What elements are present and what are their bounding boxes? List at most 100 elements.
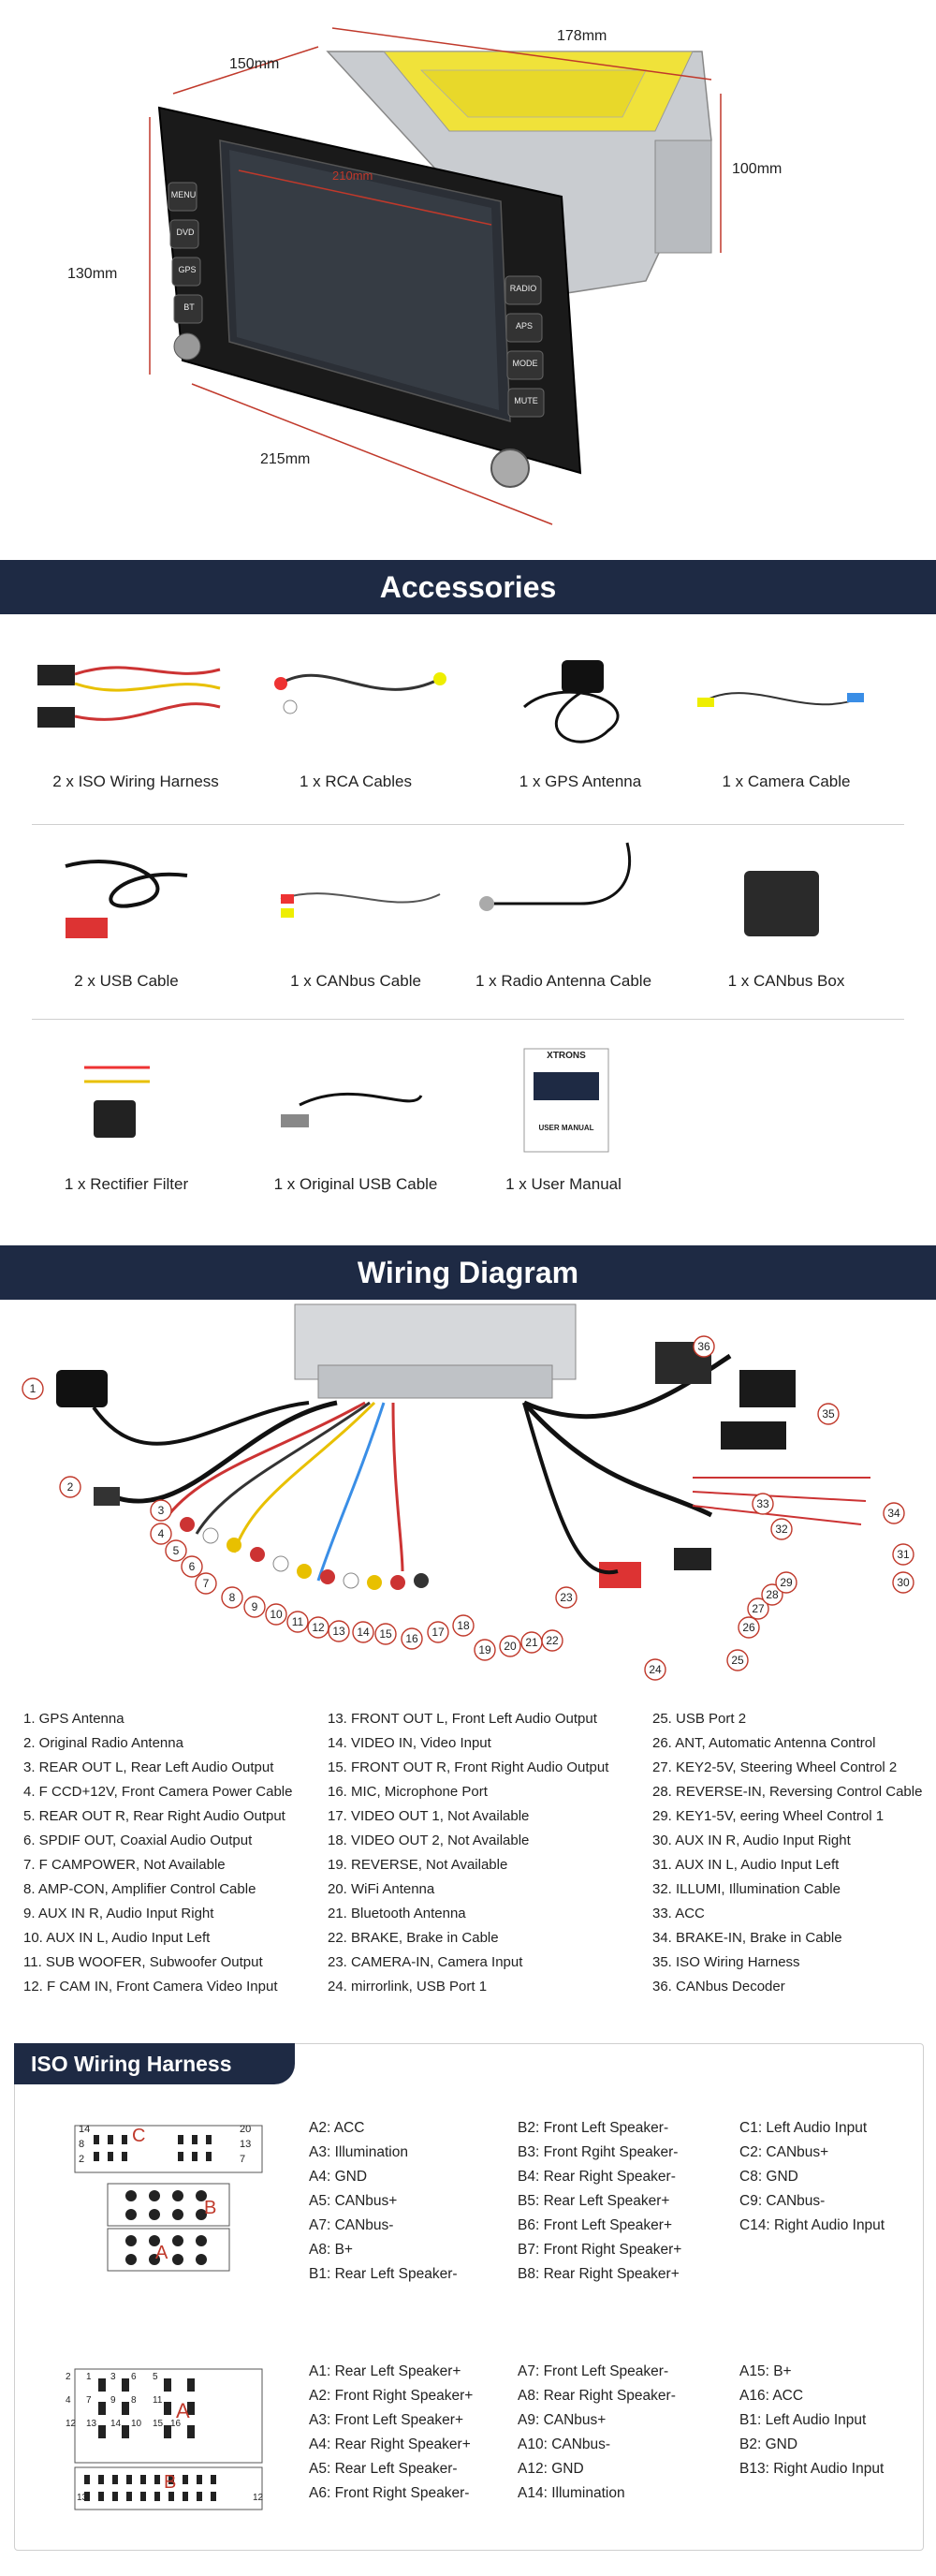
- iso-section-frame: [14, 2043, 924, 2551]
- wiring-legend-item: 24. mirrorlink, USB Port 1: [328, 1979, 488, 1995]
- svg-text:2: 2: [67, 1480, 74, 1494]
- svg-text:31: 31: [897, 1548, 910, 1561]
- svg-text:4: 4: [158, 1527, 165, 1540]
- dimension-width: 150mm: [229, 56, 280, 72]
- iso-harness-image: [37, 665, 221, 728]
- callout-20: 20: [499, 1635, 521, 1657]
- wiring-legend-item: 36. CANbus Decoder: [652, 1979, 785, 1995]
- wiring-legend-item: 18. VIDEO OUT 2, Not Available: [328, 1833, 530, 1848]
- pin-assignment: A14: Illumination: [518, 2485, 625, 2501]
- svg-text:33: 33: [756, 1497, 769, 1510]
- callout-28: 28: [761, 1583, 783, 1606]
- svg-text:14: 14: [357, 1626, 370, 1639]
- callout-18: 18: [452, 1614, 475, 1637]
- pin-assignment: A5: CANbus+: [309, 2193, 398, 2209]
- wiring-legend-col2: 13. FRONT OUT L, Front Left Audio Output…: [328, 1707, 608, 1999]
- dimension-back-height: 100mm: [732, 161, 782, 177]
- pin-assignment: A7: CANbus-: [309, 2217, 394, 2233]
- callout-13: 13: [328, 1620, 350, 1642]
- button-label-dvd: DVD: [176, 228, 195, 237]
- wiring-legend-item: 23. CAMERA-IN, Camera Input: [328, 1954, 523, 1970]
- accessory-label: 1 x RCA Cables: [300, 773, 412, 790]
- callout-12: 12: [307, 1616, 329, 1639]
- callout-4: 4: [150, 1523, 172, 1545]
- dimension-height: 130mm: [67, 266, 118, 282]
- callout-25: 25: [726, 1649, 749, 1671]
- button-label-mode: MODE: [512, 359, 538, 368]
- rca-cables-image: [274, 672, 446, 714]
- svg-text:1: 1: [30, 1382, 37, 1395]
- canbus-cable-image: [280, 892, 441, 918]
- wiring-legend-item: 25. USB Port 2: [652, 1711, 747, 1727]
- dimension-screen: 210mm: [332, 169, 373, 183]
- callout-32: 32: [770, 1518, 793, 1540]
- connector2-pin: 9: [110, 2395, 116, 2406]
- callout-29: 29: [775, 1571, 797, 1594]
- wiring-legend-item: 30. AUX IN R, Audio Input Right: [652, 1833, 851, 1848]
- pin-assignment: B6: Front Left Speaker+: [518, 2217, 672, 2233]
- connector1-pin: 14: [79, 2124, 91, 2135]
- callout-1: 1: [22, 1377, 44, 1400]
- pin-assignment: A2: ACC: [309, 2120, 365, 2136]
- wiring-legend-item: 35. ISO Wiring Harness: [652, 1954, 800, 1970]
- connector1-letter-b: B: [204, 2198, 217, 2218]
- wiring-legend-item: 2. Original Radio Antenna: [23, 1735, 183, 1751]
- svg-text:13: 13: [332, 1625, 345, 1638]
- connector2-letter-b: B: [164, 2472, 177, 2493]
- svg-text:29: 29: [780, 1576, 793, 1589]
- button-label-menu: MENU: [170, 190, 197, 199]
- accessory-label: 1 x Rectifier Filter: [64, 1175, 189, 1193]
- wiring-legend-item: 28. REVERSE-IN, Reversing Control Cable: [652, 1784, 923, 1800]
- wiring-legend-item: 3. REAR OUT L, Rear Left Audio Output: [23, 1759, 274, 1775]
- accessory-label: 1 x GPS Antenna: [519, 773, 642, 790]
- button-label-gps: GPS: [178, 265, 197, 274]
- svg-text:27: 27: [752, 1602, 765, 1615]
- connector2-pin: 2: [66, 2372, 71, 2382]
- iso-table2-col1: A1: Rear Left Speaker+A2: Front Right Sp…: [309, 2360, 473, 2506]
- pin-assignment: B5: Rear Left Speaker+: [518, 2193, 670, 2209]
- svg-text:9: 9: [252, 1600, 258, 1613]
- radio-antenna-image: [479, 842, 632, 911]
- connector2-pin: 12: [66, 2419, 77, 2429]
- callout-10: 10: [265, 1603, 287, 1626]
- svg-text:11: 11: [292, 1615, 304, 1628]
- connector2-letter-a: A: [176, 2399, 190, 2422]
- callout-24: 24: [644, 1658, 666, 1681]
- rectifier-filter-image: [84, 1066, 150, 1138]
- connector1-letter-a: A: [155, 2243, 168, 2263]
- svg-text:20: 20: [504, 1640, 517, 1653]
- connector2-pin: 3: [110, 2372, 116, 2382]
- callout-30: 30: [892, 1571, 914, 1594]
- pin-assignment: A7: Front Left Speaker-: [518, 2363, 669, 2379]
- gps-antenna-image: [523, 660, 620, 743]
- wiring-banner: Wiring Diagram: [0, 1245, 936, 1300]
- callout-33: 33: [752, 1493, 774, 1515]
- wiring-legend-item: 12. F CAM IN, Front Camera Video Input: [23, 1979, 278, 1995]
- pin-assignment: A15: B+: [739, 2363, 792, 2379]
- svg-text:18: 18: [457, 1619, 470, 1632]
- callout-14: 14: [352, 1621, 374, 1643]
- pin-assignment: B13: Right Audio Input: [739, 2461, 885, 2477]
- svg-text:16: 16: [405, 1632, 418, 1645]
- divider: [32, 824, 904, 825]
- callout-27: 27: [747, 1597, 769, 1620]
- svg-text:35: 35: [822, 1407, 835, 1420]
- pin-assignment: B3: Front Rgiht Speaker-: [518, 2144, 679, 2160]
- svg-text:23: 23: [560, 1591, 573, 1604]
- wiring-legend-item: 29. KEY1-5V, eering Wheel Control 1: [652, 1808, 885, 1824]
- pin-assignment: A9: CANbus+: [518, 2412, 607, 2428]
- wiring-legend-item: 34. BRAKE-IN, Brake in Cable: [652, 1930, 842, 1946]
- wiring-legend-item: 33. ACC: [652, 1906, 705, 1921]
- product-photo: [0, 0, 936, 552]
- callout-35: 35: [817, 1403, 840, 1425]
- connector1-pin: 7: [240, 2154, 246, 2165]
- dimension-depth: 178mm: [557, 28, 607, 44]
- callout-11: 11: [286, 1611, 309, 1633]
- accessories-banner: Accessories: [0, 560, 936, 614]
- wiring-legend-item: 19. REVERSE, Not Available: [328, 1857, 508, 1873]
- pin-assignment: A8: B+: [309, 2242, 353, 2258]
- connector2-pin: 6: [131, 2372, 137, 2382]
- callout-2: 2: [59, 1476, 81, 1498]
- callout-7: 7: [195, 1572, 217, 1595]
